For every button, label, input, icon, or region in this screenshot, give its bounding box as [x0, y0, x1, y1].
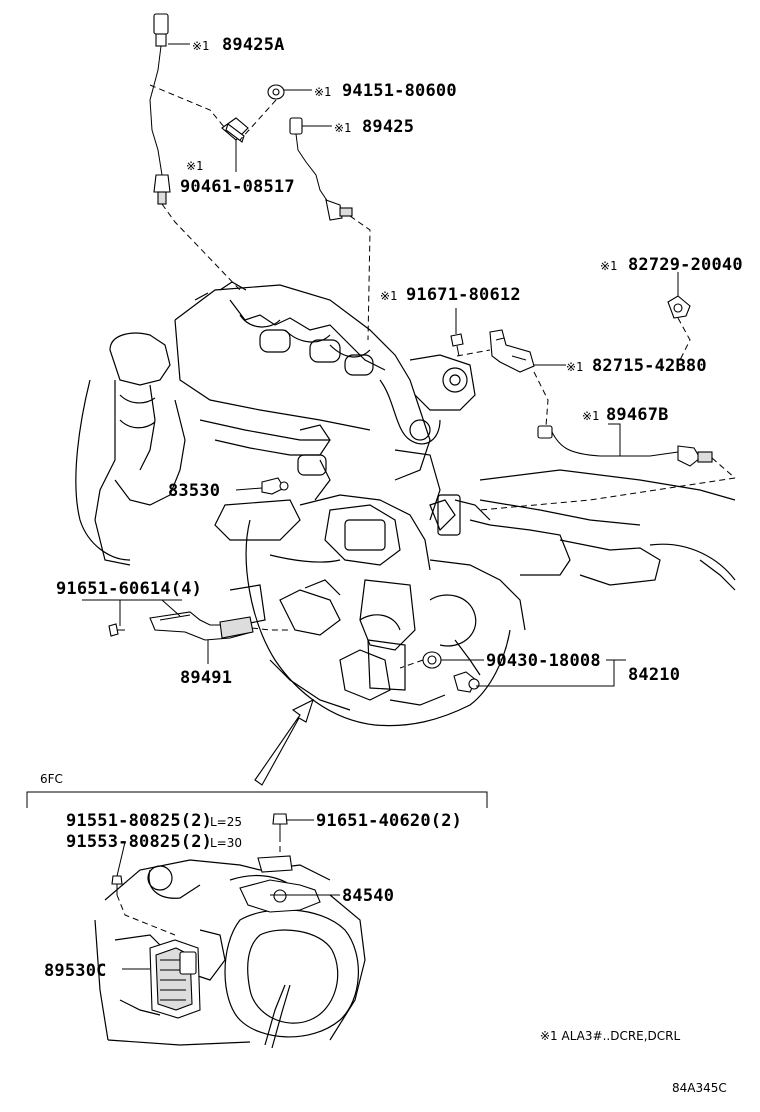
mark-90461: ※1: [186, 159, 203, 173]
label-89425: 89425: [362, 117, 414, 137]
part-labels: ※1 89425A ※1 94151-80600 ※1 89425 ※1 904…: [40, 35, 743, 1095]
mark-91671: ※1: [380, 289, 397, 303]
mark-89425a: ※1: [192, 39, 209, 53]
label-91551: 91551-80825(2): [66, 811, 212, 831]
mark-94151: ※1: [314, 85, 331, 99]
label-89467b: 89467B: [606, 405, 669, 425]
direction-arrow: [254, 698, 314, 786]
label-84210: 84210: [628, 665, 680, 685]
sensor-89467b: [537, 425, 713, 467]
sensor-89425a: [149, 13, 171, 205]
label-91651-40620: 91651-40620(2): [316, 811, 462, 831]
label-91651-60614: 91651-60614(4): [56, 579, 202, 599]
label-89530c: 89530C: [44, 961, 107, 981]
switch-83530: [261, 477, 289, 495]
section-label-6fc: 6FC: [40, 772, 63, 786]
label-82715: 82715-42B80: [592, 356, 707, 376]
section-6fc: [26, 791, 488, 1049]
grommet-94151: [267, 84, 285, 100]
label-84540: 84540: [342, 886, 394, 906]
label-83530: 83530: [168, 481, 220, 501]
label-l30: L=30: [210, 836, 242, 850]
mark-82729: ※1: [600, 259, 617, 273]
clamp-90461: [221, 117, 249, 143]
label-l25: L=25: [210, 815, 242, 829]
mark-82715: ※1: [566, 360, 583, 374]
switch-84210: [453, 671, 480, 693]
label-89425a: 89425A: [222, 35, 285, 55]
figure-code: 84A345C: [672, 1081, 727, 1095]
mark-89467b: ※1: [582, 409, 599, 423]
sensor-89425: [289, 117, 353, 221]
label-91671: 91671-80612: [406, 285, 521, 305]
label-82729: 82729-20040: [628, 255, 743, 275]
label-89491: 89491: [180, 668, 232, 688]
bolt-91671: [450, 333, 464, 357]
label-94151: 94151-80600: [342, 81, 457, 101]
engine-assembly-drawing: [75, 281, 736, 727]
footnote: ※1 ALA3#..DCRE,DCRL: [540, 1029, 681, 1043]
gasket-90430: [422, 651, 442, 669]
label-90461: 90461-08517: [180, 177, 295, 197]
clip-82729: [667, 295, 691, 319]
bracket-82715: [489, 329, 535, 373]
label-90430: 90430-18008: [486, 651, 601, 671]
mark-89425: ※1: [334, 121, 351, 135]
label-91553: 91553-80825(2): [66, 832, 212, 852]
sensor-89491: [108, 611, 254, 641]
leader-lines: [82, 43, 736, 970]
